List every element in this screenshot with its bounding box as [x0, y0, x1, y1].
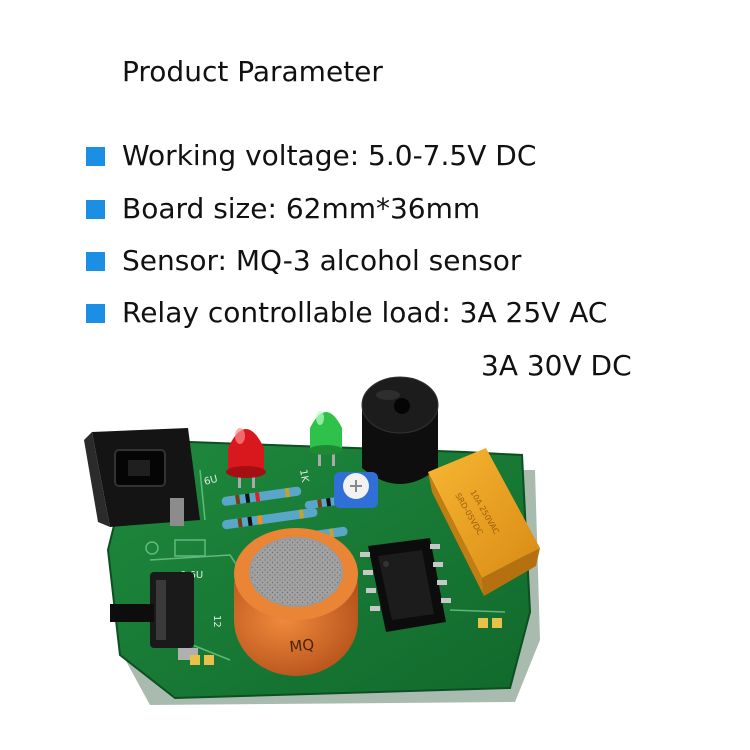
param-text: Relay controllable load: 3A 25V AC — [122, 296, 608, 329]
sensor-marking: MQ — [289, 635, 315, 655]
buzzer — [361, 376, 439, 484]
potentiometer — [334, 472, 378, 508]
green-led — [309, 411, 343, 466]
param-continuation: 3A 30V DC — [481, 349, 632, 382]
dc-power-jack — [84, 428, 200, 527]
param-item-sensor: Sensor: MQ-3 alcohol sensor — [86, 241, 521, 281]
square-bullet-icon — [86, 251, 105, 271]
ic-chip — [360, 538, 451, 632]
param-item-working-voltage: Working voltage: 5.0-7.5V DC — [86, 136, 536, 176]
red-led — [226, 428, 266, 488]
page-title: Product Parameter — [122, 55, 383, 88]
slide-switch — [110, 572, 198, 660]
mq3-sensor: MQ — [234, 528, 358, 676]
square-bullet-icon — [86, 199, 105, 219]
square-bullet-icon — [86, 146, 105, 166]
param-text: Sensor: MQ-3 alcohol sensor — [122, 244, 522, 277]
param-text: Working voltage: 5.0-7.5V DC — [122, 139, 537, 172]
square-bullet-icon — [86, 303, 105, 323]
svg-text:6U: 6U — [203, 474, 219, 488]
relay: SRD-05VDC 10A 250VAC — [428, 448, 540, 596]
svg-text:12: 12 — [211, 615, 222, 628]
svg-text:1K: 1K — [297, 469, 310, 484]
pin-headers — [190, 618, 502, 665]
param-item-board-size: Board size: 62mm*36mm — [86, 189, 480, 229]
param-text: Board size: 62mm*36mm — [122, 192, 481, 225]
param-item-relay-load: Relay controllable load: 3A 25V AC — [86, 293, 607, 333]
